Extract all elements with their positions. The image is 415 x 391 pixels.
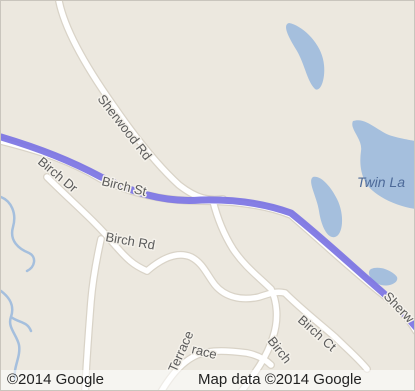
copyright-text: ©2014 Google (7, 371, 104, 388)
road-west-spur (82, 236, 104, 390)
water-layer (286, 23, 414, 286)
road-birch-ct (282, 290, 370, 372)
route-line[interactable] (1, 133, 415, 333)
attribution-bar: ©2014 Google Map data ©2014 Google (1, 370, 414, 390)
stream-branch (9, 315, 33, 333)
road-terrace (159, 348, 274, 390)
stream-lower (1, 289, 21, 381)
label-birch-st: Birch St (100, 173, 148, 199)
pond-upper (286, 23, 325, 90)
label-sherwood-rd: Sherwood Rd (95, 92, 155, 163)
stream-upper (1, 195, 36, 273)
pond-small (368, 267, 398, 286)
lake-twin (352, 120, 414, 209)
stream-layer (1, 195, 36, 381)
label-twin-lakes: Twin La (357, 174, 405, 190)
label-sherwood-edge: Sherw (381, 289, 415, 326)
road-sherwood (56, 1, 226, 203)
pond-middle (311, 176, 343, 238)
label-birch-rd: Birch Rd (104, 229, 156, 252)
map-data-link[interactable]: Map data ©2014 Google (198, 371, 362, 388)
road-birch-dr (44, 174, 150, 274)
road-birch-rd (144, 252, 288, 302)
